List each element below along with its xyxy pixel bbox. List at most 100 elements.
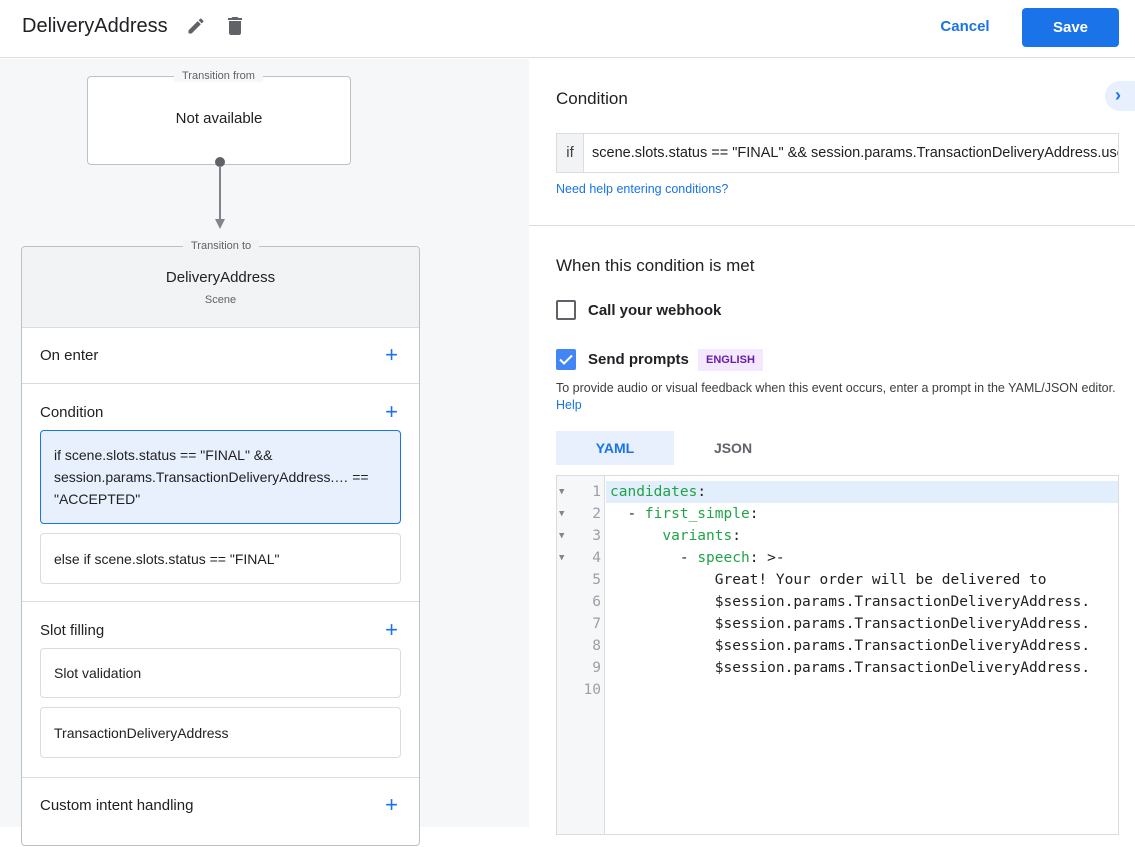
condition-value[interactable]: scene.slots.status == "FINAL" && session…: [592, 145, 1118, 161]
line-number: 9: [592, 660, 601, 676]
line-number: 2: [592, 506, 601, 522]
checkmark-icon: [559, 354, 573, 365]
line-number: 10: [583, 682, 601, 698]
code-indent: $session.params.TransactionDeliveryAddre…: [610, 616, 1091, 632]
code-text: candidates:: [610, 481, 706, 503]
code-indent: $session.params.TransactionDeliveryAddre…: [610, 594, 1091, 610]
condition-title: Condition: [556, 89, 628, 108]
help-conditions-link[interactable]: Need help entering conditions?: [556, 182, 729, 196]
code-indent: [610, 528, 662, 544]
condition-input[interactable]: if scene.slots.status == "FINAL" && sess…: [556, 133, 1119, 173]
collapse-chevron-right-icon[interactable]: ›: [1105, 81, 1135, 111]
scene-header[interactable]: DeliveryAddress Scene: [22, 247, 419, 327]
code-text: $session.params.TransactionDeliveryAddre…: [610, 635, 1090, 657]
line-number: 1: [592, 484, 601, 500]
condition-item-selected[interactable]: if scene.slots.status == "FINAL" && sess…: [40, 430, 401, 524]
custom-intent-label: Custom intent handling: [40, 797, 194, 814]
code-punct: :: [732, 528, 741, 544]
condition-section: Condition + if scene.slots.status == "FI…: [22, 383, 419, 601]
yaml-key: speech: [697, 550, 750, 566]
line-number: 5: [592, 572, 601, 588]
code-line[interactable]: ▼ 2 - first_simple:: [557, 503, 1118, 525]
connector-line: [219, 166, 221, 219]
add-intent-plus-icon[interactable]: +: [385, 792, 398, 817]
editor-gutter: [557, 476, 605, 834]
tab-yaml[interactable]: YAML: [556, 431, 674, 465]
send-prompts-label: Send prompts: [588, 351, 689, 368]
code-line[interactable]: 10: [557, 679, 1118, 701]
slot-filling-label: Slot filling: [40, 622, 105, 639]
code-text: variants:: [610, 525, 741, 547]
edit-pencil-icon[interactable]: [186, 16, 206, 36]
language-badge: ENGLISH: [698, 349, 763, 371]
fold-arrow-icon[interactable]: ▼: [559, 509, 565, 519]
line-number: 6: [592, 594, 601, 610]
yaml-key: candidates: [610, 484, 698, 500]
code-indent: Great! Your order will be delivered to: [610, 572, 1047, 588]
code-line[interactable]: 7 $session.params.TransactionDeliveryAdd…: [557, 613, 1118, 635]
condition-item[interactable]: else if scene.slots.status == "FINAL": [40, 533, 401, 584]
add-on-enter-plus-icon[interactable]: +: [385, 342, 398, 367]
code-punct: : >-: [749, 550, 785, 566]
code-punct: :: [749, 506, 759, 522]
code-text: Great! Your order will be delivered to: [610, 569, 1047, 591]
scene-card: DeliveryAddress Scene Transition to On e…: [21, 240, 420, 847]
transition-from-card: Transition from Not available: [87, 70, 351, 167]
code-line[interactable]: ▼ 1 candidates:: [557, 481, 1118, 503]
active-line-highlight: [606, 481, 1118, 503]
line-number: 7: [592, 616, 601, 632]
arrow-down-icon: [215, 219, 225, 229]
code-line[interactable]: ▼ 3 variants:: [557, 525, 1118, 547]
code-text: - speech: >-: [610, 547, 785, 569]
description-text: To provide audio or visual feedback when…: [556, 381, 1116, 395]
save-button[interactable]: Save: [1022, 8, 1119, 47]
code-indent: -: [610, 506, 645, 522]
code-line[interactable]: 6 $session.params.TransactionDeliveryAdd…: [557, 591, 1118, 613]
slot-item[interactable]: Slot validation: [40, 648, 401, 698]
send-prompts-checkbox[interactable]: [556, 349, 576, 370]
condition-label: Condition: [40, 404, 104, 421]
custom-intent-section: Custom intent handling +: [22, 777, 419, 847]
add-slot-plus-icon[interactable]: +: [385, 617, 398, 642]
fold-arrow-icon[interactable]: ▼: [559, 531, 565, 541]
yaml-key: first_simple: [644, 506, 750, 522]
code-line[interactable]: 5 Great! Your order will be delivered to: [557, 569, 1118, 591]
code-text: $session.params.TransactionDeliveryAddre…: [610, 591, 1090, 613]
code-line[interactable]: 8 $session.params.TransactionDeliveryAdd…: [557, 635, 1118, 657]
webhook-checkbox[interactable]: [556, 300, 576, 320]
line-number: 3: [592, 528, 601, 544]
cancel-button[interactable]: Cancel: [940, 18, 990, 35]
connector-dot: [215, 157, 225, 167]
on-enter-label: On enter: [40, 347, 99, 364]
transition-from-value: Not available: [175, 110, 263, 127]
fold-arrow-icon[interactable]: ▼: [559, 487, 565, 497]
yaml-key: variants: [662, 528, 733, 544]
met-title: When this condition is met: [556, 256, 755, 275]
scene-type: Scene: [204, 294, 237, 306]
fold-arrow-icon[interactable]: ▼: [559, 553, 565, 563]
slot-item[interactable]: TransactionDeliveryAddress: [40, 707, 401, 758]
condition-panel: Condition › if scene.slots.status == "FI…: [529, 59, 1135, 835]
code-line[interactable]: ▼ 4 - speech: >-: [557, 547, 1118, 569]
line-number: 4: [592, 550, 601, 566]
webhook-label: Call your webhook: [588, 302, 722, 319]
delete-trash-icon[interactable]: [223, 14, 247, 38]
prompt-description: To provide audio or visual feedback when…: [556, 380, 1116, 414]
transition-from-legend: Transition from: [174, 70, 263, 82]
code-indent: $session.params.TransactionDeliveryAddre…: [610, 660, 1091, 676]
divider: [529, 225, 1135, 226]
transition-to-legend: Transition to: [183, 240, 260, 252]
code-indent: $session.params.TransactionDeliveryAddre…: [610, 638, 1091, 654]
tab-json[interactable]: JSON: [713, 440, 753, 456]
scene-name: DeliveryAddress: [165, 269, 276, 286]
code-text: $session.params.TransactionDeliveryAddre…: [610, 657, 1090, 679]
code-text: $session.params.TransactionDeliveryAddre…: [610, 613, 1090, 635]
help-link[interactable]: Help: [556, 398, 582, 412]
on-enter-section: On enter +: [22, 327, 419, 383]
top-bar: DeliveryAddress Cancel Save: [0, 0, 1135, 58]
add-condition-plus-icon[interactable]: +: [385, 399, 398, 424]
yaml-editor[interactable]: ▼ 1 candidates: ▼ 2 - first_simple: ▼ 3 varian…: [556, 475, 1119, 835]
page-title: DeliveryAddress: [22, 15, 168, 37]
code-line[interactable]: 9 $session.params.TransactionDeliveryAdd…: [557, 657, 1118, 679]
code-text: - first_simple:: [610, 503, 758, 525]
